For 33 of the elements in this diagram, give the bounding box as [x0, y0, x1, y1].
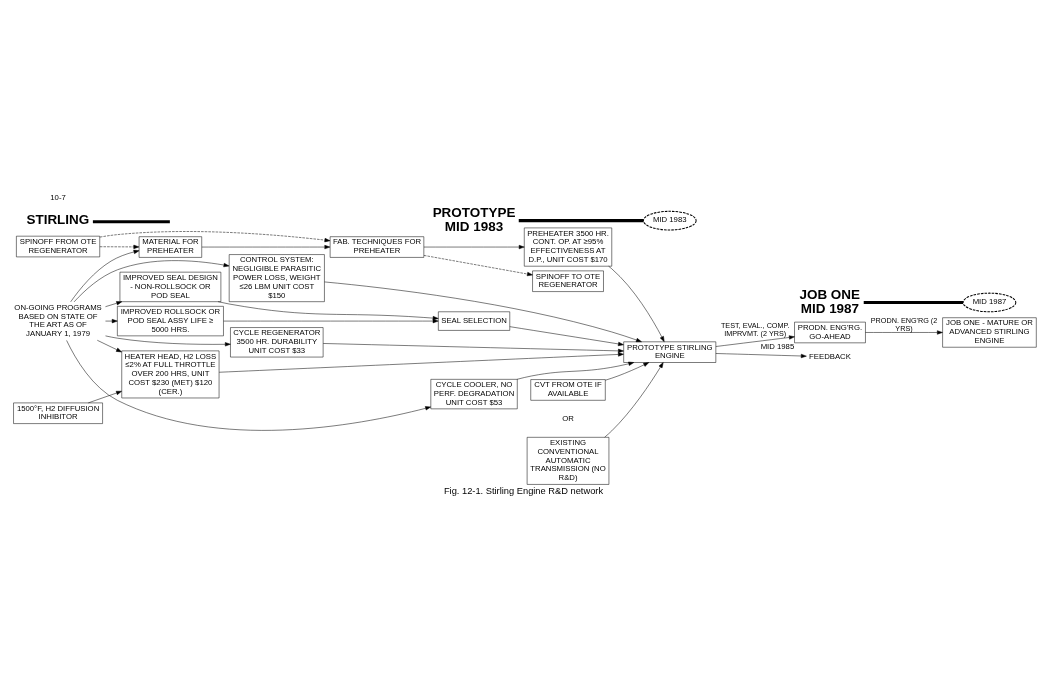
arrow [201, 244, 331, 249]
arrow [423, 244, 525, 249]
connector [863, 300, 964, 304]
arrow [865, 329, 943, 335]
connector [518, 218, 644, 222]
arrow [608, 265, 665, 342]
node-text: STIRLING [26, 211, 90, 227]
arrow [217, 300, 439, 320]
arrow [73, 259, 230, 302]
arrow [105, 335, 231, 346]
node-text: JOB ONE MID 1987 [799, 286, 861, 316]
node-text: PROTOTYPE MID 1983 [432, 204, 516, 234]
arrow [99, 244, 140, 249]
arrow [218, 351, 624, 372]
arrow [604, 361, 664, 437]
arrow [88, 390, 122, 403]
arrow [223, 318, 439, 323]
arrow [105, 318, 118, 323]
arrow [516, 361, 635, 380]
connector [92, 219, 170, 223]
arrow [509, 325, 624, 346]
arrow [105, 300, 123, 307]
arrow [423, 254, 533, 276]
arrow [66, 339, 431, 431]
arrow [324, 281, 642, 342]
arrow [97, 339, 122, 352]
caption: Fig. 12-1. Stirling Engine R&D network [443, 485, 604, 496]
arrow [605, 361, 650, 380]
arrow [323, 342, 624, 353]
arrow [715, 334, 795, 347]
arrow [715, 352, 807, 358]
arrow [99, 230, 331, 242]
arrow [70, 249, 140, 302]
